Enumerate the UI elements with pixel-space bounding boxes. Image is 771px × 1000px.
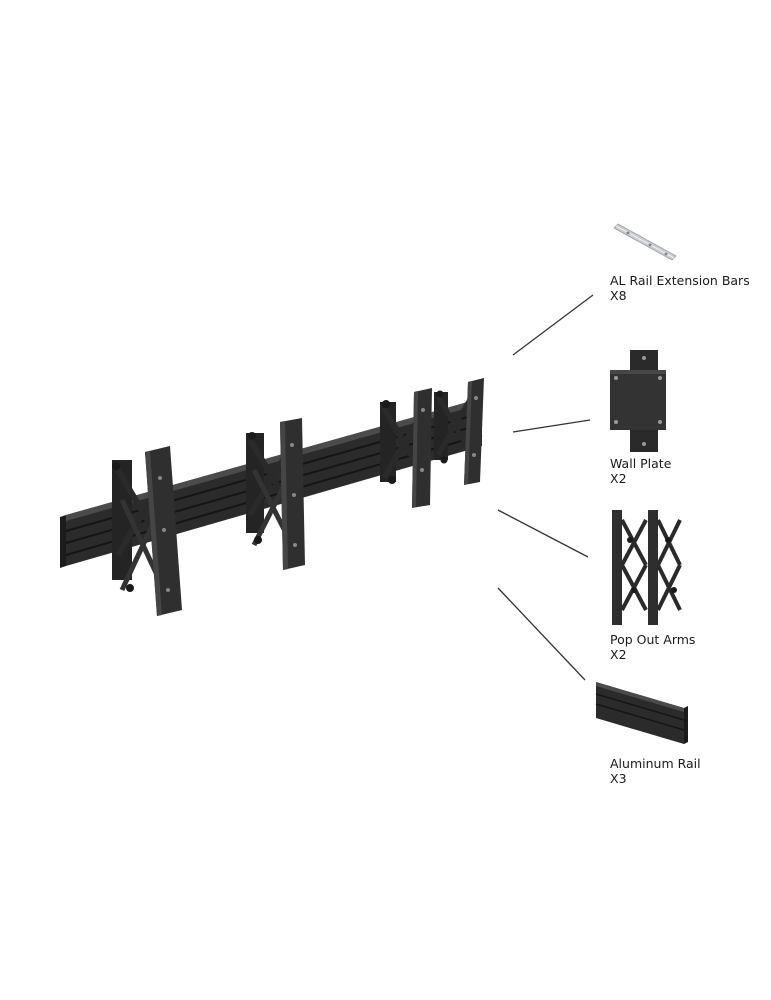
aluminum-rail-illustration	[595, 682, 688, 744]
wall-plate-illustration	[610, 350, 666, 452]
part-qty: X2	[610, 647, 627, 662]
label-aluminum-rail: Aluminum Rail X3	[610, 756, 701, 786]
label-pop-out-arms: Pop Out Arms X2	[610, 632, 695, 662]
leader-line-wall-plate	[512, 419, 591, 433]
leader-line-aluminum-rail	[497, 587, 586, 681]
leader-line-pop-out-arms	[497, 509, 589, 558]
part-qty: X2	[610, 471, 627, 486]
main-assembly	[60, 378, 484, 616]
part-qty: X3	[610, 771, 627, 786]
label-wall-plate: Wall Plate X2	[610, 456, 671, 486]
leader-line-extension-bars	[512, 294, 594, 356]
part-name: Pop Out Arms	[610, 632, 696, 647]
part-qty: X8	[610, 288, 627, 303]
leader-lines	[497, 294, 594, 681]
part-name: Aluminum Rail	[610, 756, 701, 771]
assembly-bracket-1	[112, 446, 182, 616]
assembly-bracket-3	[380, 388, 432, 508]
part-name: Wall Plate	[610, 456, 672, 471]
assembly-bracket-4	[434, 378, 484, 485]
part-name: AL Rail Extension Bars	[610, 273, 750, 288]
extension-bar-illustration	[613, 223, 677, 261]
pop-out-arms-illustration	[612, 510, 682, 625]
assembly-bracket-2	[246, 418, 305, 570]
label-extension-bars: AL Rail Extension Bars X8	[610, 273, 750, 303]
